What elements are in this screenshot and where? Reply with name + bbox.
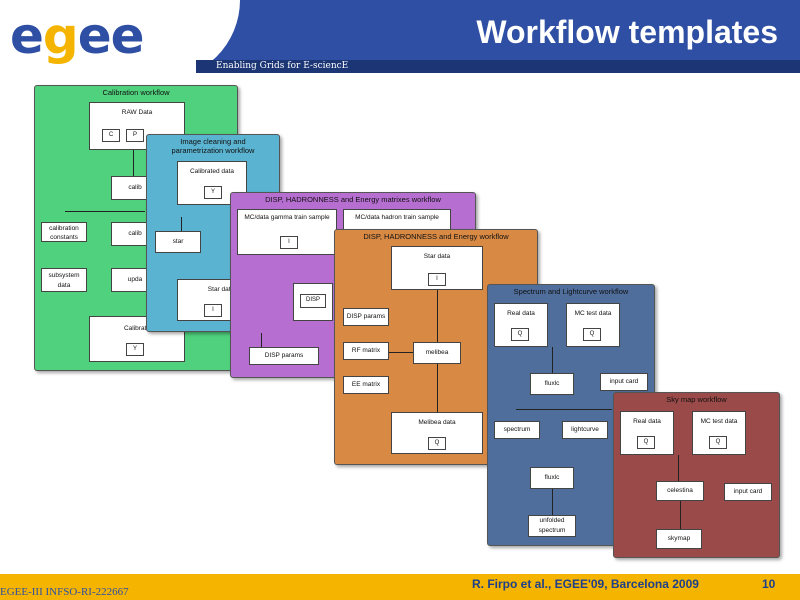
- celestina-label: celestina: [667, 487, 693, 494]
- doc-y-icon: Y: [126, 343, 144, 356]
- disp-node: DISP: [293, 283, 333, 321]
- doc-q-icon: Q: [583, 328, 601, 341]
- disp-params-box: DISP params: [343, 308, 389, 326]
- real-data-label: Real data: [507, 310, 535, 317]
- citation: R. Firpo et al., EGEE'09, Barcelona 2009: [472, 577, 699, 591]
- star-data-box: Star data I: [391, 246, 483, 290]
- melibea-data-label: Melibea data: [418, 419, 456, 426]
- mc-test-box: MC test data Q: [692, 411, 746, 455]
- panel-title: Calibration workflow: [102, 88, 170, 97]
- connector: [133, 150, 134, 176]
- connector: [181, 217, 182, 231]
- calibrated-data-label: Calibrated data: [189, 168, 235, 175]
- slide-title: Workflow templates: [476, 14, 778, 50]
- connector: [65, 211, 145, 212]
- connector: [552, 489, 553, 515]
- doc-c-icon: C: [102, 129, 120, 142]
- input-card-label: input card: [733, 488, 763, 495]
- mc-gamma-box: MC/data gamma train sample I: [237, 209, 337, 255]
- doc-q-icon: Q: [511, 328, 529, 341]
- skymap-box: skymap: [656, 529, 702, 549]
- doc-q-icon: Q: [709, 436, 727, 449]
- doc-i-icon: I: [204, 304, 222, 317]
- raw-data-label: RAW Data: [121, 109, 153, 116]
- lightcurve-label: lightcurve: [571, 426, 599, 433]
- unfolded-spectrum-label: unfolded spectrum: [538, 517, 566, 534]
- mc-hadron-label: MC/data hadron train sample: [355, 214, 439, 221]
- sky-map-panel: Sky map workflow Real data Q MC test dat…: [613, 392, 780, 558]
- calibrated-label: Calibrate: [123, 325, 150, 332]
- doc-y-icon: Y: [204, 186, 222, 199]
- connector: [437, 364, 438, 412]
- disp-workflow-panel: DISP, HADRONNESS and Energy workflow Sta…: [334, 229, 538, 465]
- connector: [389, 352, 415, 353]
- star-node: star: [155, 231, 201, 253]
- spectrum-box: spectrum: [494, 421, 540, 439]
- disp-params-label: DISP params: [346, 313, 386, 320]
- disp-doc-icon: DISP: [300, 294, 326, 308]
- panel-title: DISP, HADRONNESS and Energy matrixes wor…: [265, 195, 441, 204]
- ee-matrix-label: EE matrix: [351, 381, 381, 388]
- star-data-label: Star data: [423, 253, 451, 260]
- tagline: Enabling Grids for E-sciencE: [216, 61, 349, 71]
- spectrum-label: spectrum: [503, 426, 531, 433]
- fluxlc-node-1: fluxlc: [530, 373, 574, 395]
- tagline-bar: [196, 60, 800, 73]
- real-data-box: Real data Q: [494, 303, 548, 347]
- input-card-label: input card: [609, 378, 639, 385]
- project-code: EGEE-III INFSO-RI-222667: [0, 586, 129, 598]
- subsystem-data-box: subsystem data: [41, 268, 87, 292]
- disp-params-label: DISP params: [264, 352, 304, 359]
- real-data-box: Real data Q: [620, 411, 674, 455]
- mc-test-label: MC test data: [574, 310, 612, 317]
- panel-title: Sky map workflow: [666, 395, 727, 404]
- calib-label: calib: [128, 184, 142, 191]
- doc-i-icon: I: [428, 273, 446, 286]
- disp-params-box: DISP params: [249, 347, 319, 365]
- calibrated-data-box: Calibrated data Y: [177, 161, 247, 205]
- subsystem-data-label: subsystem data: [48, 272, 80, 289]
- input-card-box: input card: [600, 373, 648, 391]
- mc-test-label: MC test data: [700, 418, 738, 425]
- ee-matrix-box: EE matrix: [343, 376, 389, 394]
- real-data-label: Real data: [633, 418, 661, 425]
- mc-test-box: MC test data Q: [566, 303, 620, 347]
- calib-label: calib: [128, 230, 142, 237]
- skymap-label: skymap: [667, 535, 691, 542]
- connector: [437, 290, 438, 344]
- doc-i-icon: I: [280, 236, 298, 249]
- connector: [552, 347, 553, 373]
- doc-q-icon: Q: [637, 436, 655, 449]
- calibration-constants-box: calibration constants: [41, 222, 87, 242]
- panel-title: DISP, HADRONNESS and Energy workflow: [363, 232, 509, 241]
- connector: [680, 501, 681, 529]
- input-card-box: input card: [724, 483, 772, 501]
- star-data-label: Star data: [207, 286, 235, 293]
- fluxlc-node-2: fluxlc: [530, 467, 574, 489]
- connector: [261, 333, 262, 347]
- melibea-label: melibea: [425, 349, 449, 356]
- panel-title: Spectrum and Lightcurve workflow: [513, 287, 629, 296]
- lightcurve-box: lightcurve: [562, 421, 608, 439]
- doc-p-icon: P: [126, 129, 144, 142]
- panel-title: Image cleaning and parametrization workf…: [171, 137, 255, 155]
- rf-matrix-label: RF matrix: [351, 347, 381, 354]
- page-number: 10: [762, 577, 776, 591]
- update-label: upda: [127, 276, 143, 283]
- slide-footer: [0, 574, 800, 600]
- calibration-constants-label: calibration constants: [49, 225, 79, 241]
- celestina-node: celestina: [656, 481, 704, 501]
- unfolded-spectrum-box: unfolded spectrum: [528, 515, 576, 537]
- mc-gamma-label: MC/data gamma train sample: [244, 214, 330, 221]
- egee-logo: egee: [10, 7, 145, 65]
- rf-matrix-box: RF matrix: [343, 342, 389, 360]
- star-label: star: [172, 238, 184, 245]
- connector: [678, 455, 679, 481]
- melibea-data-box: Melibea data Q: [391, 412, 483, 454]
- melibea-node: melibea: [413, 342, 461, 364]
- fluxlc-label: fluxlc: [544, 474, 560, 481]
- connector: [516, 409, 612, 410]
- doc-q-icon: Q: [428, 437, 446, 450]
- fluxlc-label: fluxlc: [544, 380, 560, 387]
